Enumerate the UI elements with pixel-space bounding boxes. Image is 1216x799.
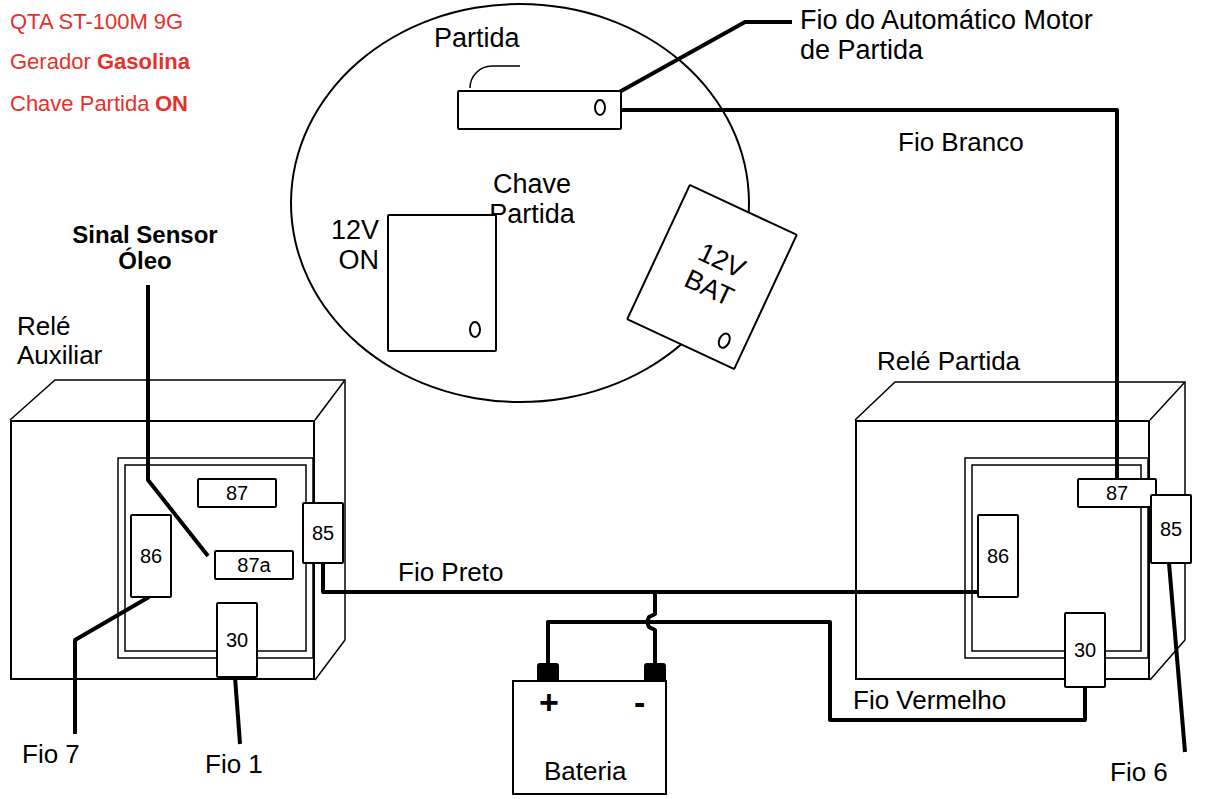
switch-terminal: 12V ON: [387, 214, 497, 352]
node-label: +: [539, 684, 569, 721]
node-label: -: [634, 684, 664, 721]
title-text: QTA ST-100M 9G: [10, 10, 183, 34]
node-label: 12V BAT: [657, 227, 773, 323]
title-text: Gerador: [10, 50, 91, 74]
pin-number: 87: [226, 482, 248, 504]
title-text: Chave Partida: [10, 92, 149, 116]
pin-number: 87: [1106, 482, 1128, 504]
wire-name: Fio Vermelho: [850, 686, 1009, 715]
wire: [622, 110, 1117, 478]
wire-name: Fio Preto: [395, 558, 507, 587]
wire-name: Fio Branco: [895, 128, 1027, 157]
node-label: 12V ON: [307, 216, 379, 275]
pin-number: 85: [312, 522, 334, 544]
pin-number: 86: [987, 545, 1009, 567]
relay-pin: 86: [130, 514, 172, 598]
wire-label: Fio 7: [22, 740, 80, 769]
battery: + - Bateria: [512, 680, 667, 795]
relay-socket: [972, 465, 1141, 651]
relay-socket: [965, 458, 1148, 658]
node-label: Bateria: [544, 757, 654, 786]
relay-pin: 85: [302, 502, 344, 564]
wire-label: Sinal Sensor Óleo: [55, 222, 235, 275]
wire-6: [1169, 563, 1185, 752]
relay: Relé Auxiliar878687a8530: [10, 420, 315, 680]
relay-pin: 30: [1064, 612, 1106, 688]
relay-pin: 87a: [214, 550, 294, 580]
key-tab: [470, 66, 520, 88]
node-label: Relé Auxiliar: [17, 312, 137, 369]
node-label: Relé Partida: [877, 347, 1137, 376]
relay-pin: 87: [197, 478, 277, 508]
relay-edge: [1150, 382, 1185, 420]
wire-label: Fio do Automático Motor de Partida: [800, 6, 1120, 65]
key-switch: Chave PartidaPartida12V ON12V BAT: [290, 3, 750, 403]
relay: Relé Partida87868530: [855, 420, 1150, 680]
switch-terminal: Partida: [457, 90, 622, 130]
pin-number: 85: [1160, 518, 1182, 540]
pin-number: 86: [140, 545, 162, 567]
relay-pin: 86: [977, 514, 1019, 598]
leader-line: [605, 22, 792, 100]
pin-number: 30: [226, 629, 248, 651]
node-label: Partida: [434, 24, 564, 54]
wire-label: Fio 6: [1110, 758, 1168, 787]
wire-label: Fio 1: [205, 750, 263, 779]
relay-edge: [315, 380, 345, 420]
relay-pin: 87: [1077, 478, 1157, 508]
wire-1: [235, 677, 240, 744]
switch-terminal: 12V BAT: [626, 184, 798, 371]
wire: [647, 592, 977, 680]
relay-pin: 30: [216, 602, 258, 678]
title-text: ON: [155, 92, 188, 116]
title-text: Gasolina: [97, 50, 190, 74]
relay-body: [10, 380, 345, 680]
pin-number: 30: [1074, 639, 1096, 661]
relay-pin: 85: [1150, 494, 1192, 564]
pin-number: 87a: [237, 554, 270, 576]
relay-body: [855, 382, 1185, 680]
wire-7: [75, 597, 149, 734]
